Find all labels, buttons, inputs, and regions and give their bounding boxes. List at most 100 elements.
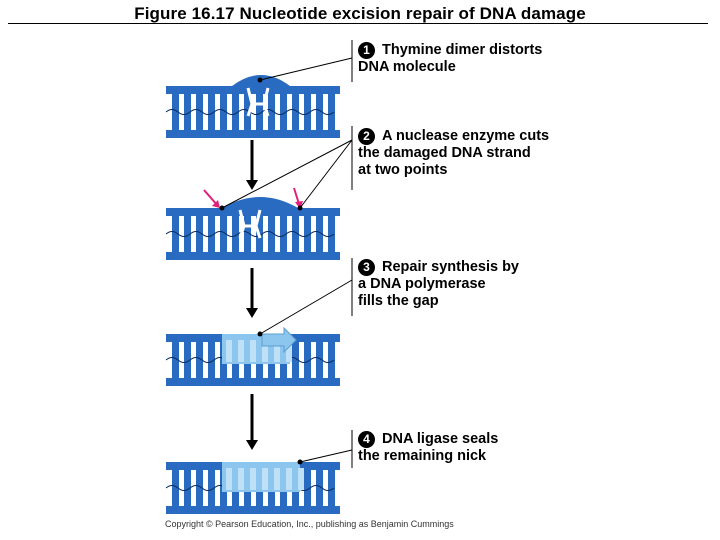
step-3-caption: 3 Repair synthesis by a DNA polymerase fi…: [358, 259, 519, 310]
step-3-line-3: fills the gap: [358, 293, 439, 309]
new-nucleotide: [274, 340, 280, 362]
leader-dot-1: [257, 77, 263, 83]
step-4-number: 4: [358, 431, 375, 448]
base-pair: [316, 214, 323, 254]
step-2-caption: 2 A nuclease enzyme cuts the damaged DNA …: [358, 128, 549, 179]
bottom-backbone: [166, 252, 340, 260]
title-underline: [8, 23, 708, 24]
base-pair: [268, 92, 275, 132]
strand-twist-line: [165, 231, 335, 237]
new-nucleotide: [226, 340, 232, 362]
step-4-line-2: the remaining nick: [358, 448, 487, 464]
base-pair: [172, 214, 179, 254]
figure-title: Figure 16.17 Nucleotide excision repair …: [134, 4, 586, 23]
copyright-notice: Copyright © Pearson Education, Inc., pub…: [165, 519, 454, 529]
new-nucleotide: [298, 468, 304, 490]
base-pair: [232, 214, 239, 254]
step-1-line-1: Thymine dimer distorts: [382, 42, 543, 58]
new-nucleotide: [286, 340, 292, 362]
base-pair: [316, 340, 323, 380]
base-pair: [304, 92, 311, 132]
dna-molecule-1: [165, 75, 340, 138]
leader-dot-4: [257, 331, 263, 337]
dna-molecule-2: [165, 197, 340, 260]
base-pair: [196, 340, 203, 380]
base-pair: [184, 214, 191, 254]
new-nucleotide: [262, 468, 268, 490]
base-pair: [328, 340, 335, 380]
base-pair: [304, 468, 311, 508]
leader-line-1: [259, 57, 353, 81]
distorted-backbone: [222, 197, 298, 208]
step-1-line-2: DNA molecule: [358, 59, 456, 75]
base-pair: [292, 340, 299, 380]
base-pair: [244, 92, 251, 132]
new-nucleotide: [238, 468, 244, 490]
base-pair: [328, 468, 335, 508]
step-2-line-2: the damaged DNA strand: [358, 145, 531, 161]
base-pair: [304, 214, 311, 254]
base-pair: [316, 92, 323, 132]
base-pair: [172, 468, 179, 508]
step-4-line-1: DNA ligase seals: [382, 431, 499, 447]
cut-arrow-right: [293, 187, 300, 205]
new-nucleotide: [250, 468, 256, 490]
base-pair: [196, 214, 203, 254]
base-pair: [184, 468, 191, 508]
base-pair: [328, 214, 335, 254]
new-nucleotide: [274, 468, 280, 490]
base-pair: [280, 214, 287, 254]
base-pair: [196, 468, 203, 508]
base-pair: [196, 92, 203, 132]
base-pair: [304, 340, 311, 380]
bottom-backbone: [166, 506, 340, 514]
step-3-number: 3: [358, 259, 375, 276]
step-3-line-2: a DNA polymerase: [358, 276, 486, 292]
polymerase-direction-arrow: [261, 326, 297, 354]
base-pair: [184, 92, 191, 132]
base-pair: [220, 214, 227, 254]
bottom-backbone: [166, 130, 340, 138]
step-2-line-1: A nuclease enzyme cuts: [382, 128, 550, 144]
base-pair: [232, 92, 239, 132]
dna-molecule-3: [165, 334, 340, 386]
base-pair: [208, 214, 215, 254]
process-arrowhead-1: [246, 180, 258, 190]
base-pair: [172, 340, 179, 380]
cut-arrowhead-left: [212, 200, 220, 208]
bottom-backbone: [166, 378, 340, 386]
process-arrowhead-3: [246, 440, 258, 450]
new-nucleotide: [238, 340, 244, 362]
step-1-number: 1: [358, 42, 375, 59]
step-2-number: 2: [358, 128, 375, 145]
leader-line-3: [299, 139, 353, 209]
base-pair: [256, 92, 263, 132]
new-nucleotide: [226, 468, 232, 490]
new-nucleotide: [250, 340, 256, 362]
base-pair: [292, 214, 299, 254]
leader-line-5: [299, 449, 353, 463]
base-pair: [292, 92, 299, 132]
base-pair: [268, 214, 275, 254]
new-nucleotide: [286, 468, 292, 490]
step-3-line-1: Repair synthesis by: [382, 259, 519, 275]
step-1-caption: 1 Thymine dimer distorts DNA molecule: [358, 42, 542, 76]
leader-line-2: [221, 139, 353, 209]
step-2-line-3: at two points: [358, 162, 448, 178]
top-backbone: [166, 86, 340, 94]
leader-dot-5: [297, 459, 303, 465]
base-pair: [208, 468, 215, 508]
top-backbone: [166, 208, 340, 216]
leader-dot-3: [297, 205, 303, 211]
base-pair: [280, 92, 287, 132]
base-pair: [208, 92, 215, 132]
dna-molecule-4: [165, 462, 340, 514]
cut-arrowhead-right: [295, 201, 303, 209]
base-pair: [316, 468, 323, 508]
thymine-dimer: [246, 87, 270, 117]
process-arrowhead-2: [246, 308, 258, 318]
base-pair: [328, 92, 335, 132]
base-pair: [220, 92, 227, 132]
base-pair: [172, 92, 179, 132]
